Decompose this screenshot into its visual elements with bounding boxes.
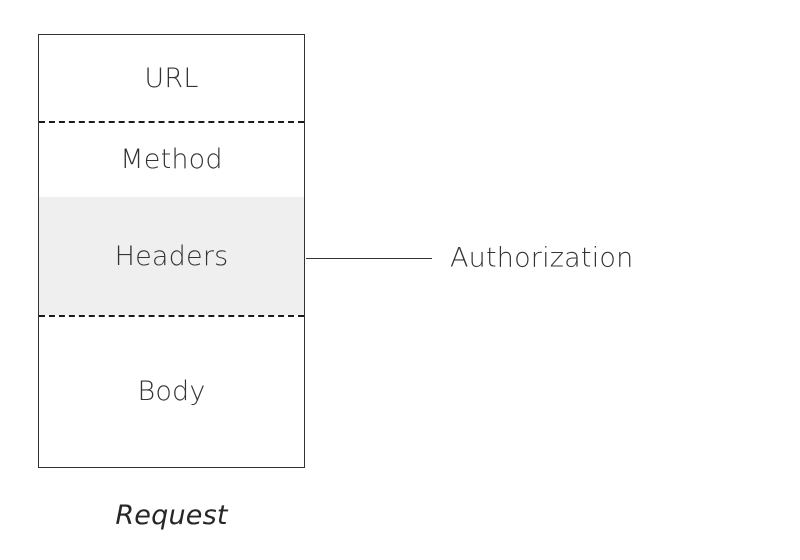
section-headers-label: Headers [114, 240, 229, 272]
section-body: Body [39, 315, 304, 468]
headers-annotation-leader-line [306, 258, 432, 259]
section-divider-url-method [39, 121, 304, 123]
section-headers: Headers [39, 197, 304, 315]
section-url: URL [39, 35, 304, 121]
section-body-label: Body [137, 376, 206, 407]
diagram-caption: Request [115, 500, 228, 531]
request-box: URL Method Headers Body [38, 34, 305, 468]
section-method-label: Method [120, 143, 223, 175]
annotation-authorization: Authorization [450, 242, 634, 274]
section-url-label: URL [144, 62, 199, 94]
section-divider-headers-body [39, 315, 304, 317]
section-method: Method [39, 121, 304, 197]
